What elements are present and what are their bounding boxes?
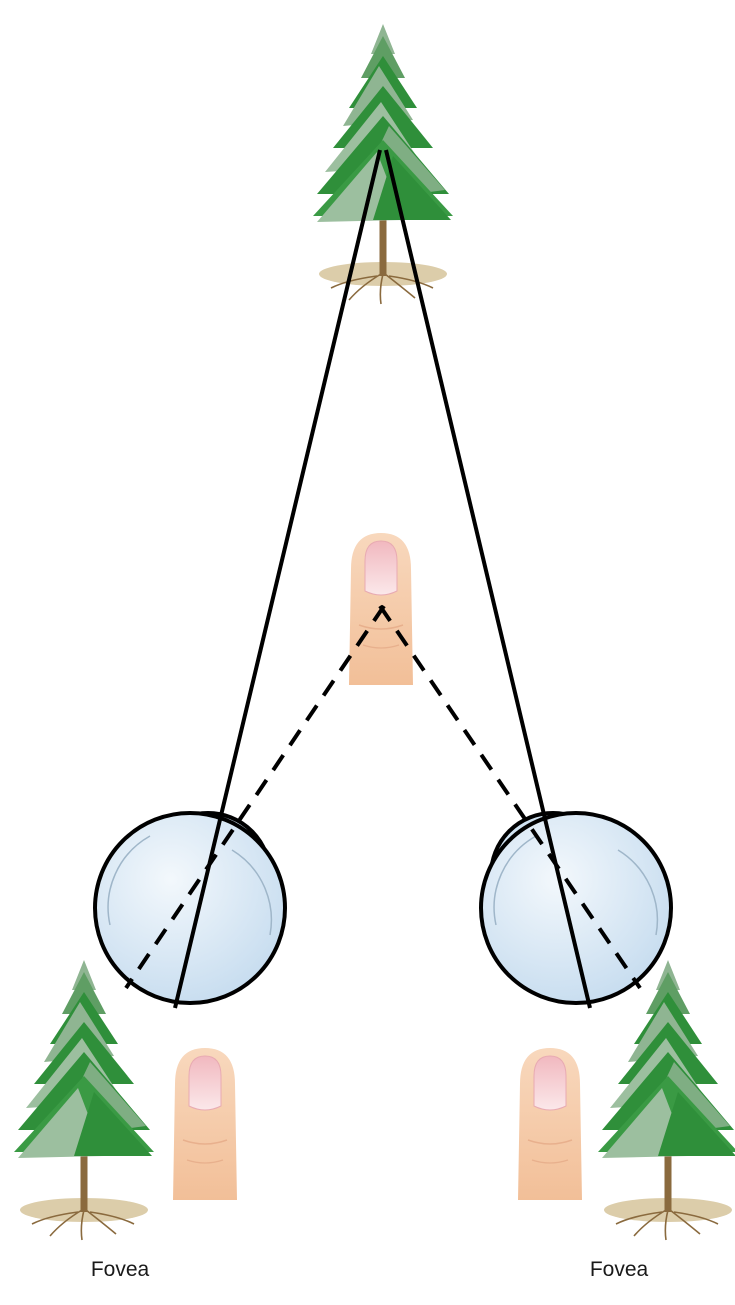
right-retina-finger-icon	[518, 1048, 582, 1200]
right-fovea-label: Fovea	[549, 1258, 689, 1282]
right-retina-tree-icon	[598, 960, 735, 1240]
tree-icon	[313, 24, 453, 304]
right-eye	[481, 813, 671, 1003]
left-fovea-label: Fovea	[50, 1258, 190, 1282]
left-retina-finger-icon	[173, 1048, 237, 1200]
left-eye	[95, 813, 285, 1003]
left-retina-tree-icon	[14, 960, 154, 1240]
